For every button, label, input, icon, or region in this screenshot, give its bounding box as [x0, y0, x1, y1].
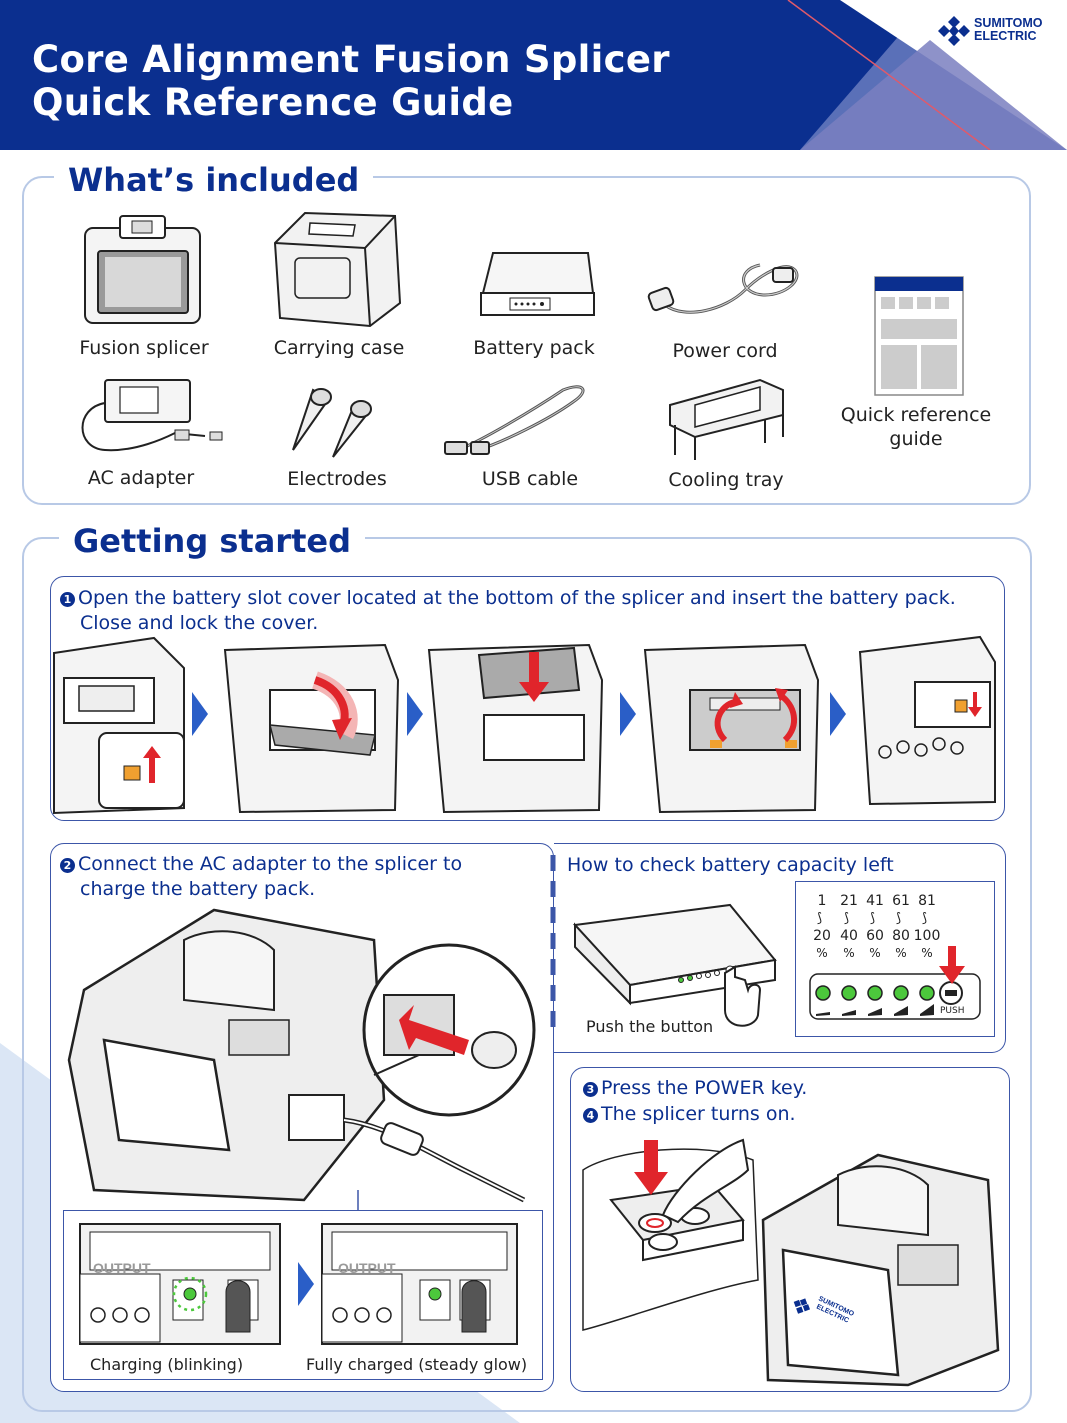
- capacity-range-to: 20: [813, 928, 831, 944]
- step4-number: 4: [583, 1108, 598, 1123]
- sumitomo-logo: SUMITOMO ELECTRIC: [938, 14, 1058, 50]
- step3-text-content: Press the POWER key.: [601, 1077, 808, 1099]
- battery-cover-close-illustration: [643, 643, 820, 814]
- capacity-range-separator: ⟆: [844, 911, 850, 926]
- battery-check-title: How to check battery capacity left: [567, 854, 894, 876]
- step2-number: 2: [60, 858, 75, 873]
- capacity-range-to: 100: [913, 928, 941, 944]
- fully-charged-illustration: [321, 1223, 518, 1345]
- charging-blinking-illustration: [79, 1223, 281, 1345]
- capacity-range-to: 80: [892, 928, 910, 944]
- step3-number: 3: [583, 1082, 598, 1097]
- step2-text-line1: Connect the AC adapter to the splicer to: [78, 853, 463, 875]
- step1-arrow-3: [620, 692, 636, 736]
- step1-arrow-2: [407, 692, 423, 736]
- ac-adapter-icon: [81, 379, 223, 452]
- item-label-quick-reference-guide: Quick reference guide: [840, 404, 992, 450]
- push-label: PUSH: [940, 1006, 965, 1016]
- header-decoration: [787, 0, 1067, 150]
- step1-arrow-4: [830, 692, 846, 736]
- item-label-fusion-splicer: Fusion splicer: [79, 337, 209, 359]
- push-button-caption: Push the button: [586, 1017, 714, 1036]
- step1-text-line2: Close and lock the cover.: [80, 612, 319, 634]
- getting-started-title: Getting started: [59, 521, 365, 561]
- electrodes-icon: [292, 388, 372, 458]
- step4-text-content: The splicer turns on.: [601, 1103, 796, 1125]
- item-label-cooling-tray: Cooling tray: [668, 469, 784, 491]
- capacity-range-unit: %: [921, 946, 933, 960]
- output-label-charged: OUTPUT: [338, 1260, 396, 1276]
- capacity-led: [815, 985, 831, 1001]
- battery-cover-unlock-illustration: [53, 636, 185, 815]
- capacity-range-to: 60: [866, 928, 884, 944]
- capacity-range-from: 61: [892, 893, 910, 909]
- item-label-electrodes: Electrodes: [287, 468, 387, 490]
- power-key-press-illustration: [582, 1138, 759, 1331]
- item-label-power-cord: Power cord: [672, 340, 778, 362]
- capacity-range-from: 81: [918, 893, 936, 909]
- item-label-carrying-case: Carrying case: [273, 337, 405, 359]
- item-label-ac-adapter: AC adapter: [87, 467, 195, 489]
- whats-included-title: What’s included: [54, 160, 374, 200]
- usb-cable-icon: [444, 385, 585, 455]
- capacity-led: [919, 985, 935, 1001]
- splicer-charging-illustration: [67, 908, 536, 1203]
- inset-connector-line: [357, 1190, 359, 1210]
- carrying-case-icon: [273, 211, 402, 328]
- logo-text-line1: SUMITOMO: [974, 16, 1043, 30]
- fusion-splicer-icon: [84, 215, 201, 324]
- capacity-led: [841, 985, 857, 1001]
- capacity-range-separator: ⟆: [896, 911, 902, 926]
- battery-push-illustration: [572, 903, 777, 1027]
- capacity-range-separator: ⟆: [817, 911, 823, 926]
- capacity-range-from: 21: [840, 893, 858, 909]
- step1-arrow-1: [192, 692, 208, 736]
- step2-text-line2: charge the battery pack.: [80, 878, 316, 900]
- cooling-tray-icon: [669, 378, 784, 460]
- title-line-2: Quick Reference Guide: [32, 81, 514, 124]
- power-cord-icon: [647, 263, 799, 314]
- capacity-led: [867, 985, 883, 1001]
- capacity-range-unit: %: [843, 946, 855, 960]
- capacity-range-unit: %: [869, 946, 881, 960]
- capacity-led: [893, 985, 909, 1001]
- step2-status-arrow: [298, 1262, 314, 1306]
- capacity-range-separator: ⟆: [870, 911, 876, 926]
- title-line-1: Core Alignment Fusion Splicer: [32, 38, 670, 81]
- capacity-range-from: 1: [817, 893, 827, 909]
- battery-cover-open-illustration: [223, 643, 400, 814]
- step1-number: 1: [60, 592, 75, 607]
- splicer-powered-on-illustration: SUMITOMO ELECTRIC: [761, 1153, 1000, 1387]
- caption-fully-charged: Fully charged (steady glow): [306, 1355, 528, 1374]
- header-banner: Core Alignment Fusion Splicer Quick Refe…: [0, 0, 1067, 150]
- capacity-range-separator: ⟆: [922, 911, 928, 926]
- push-indicator-arrow-icon: [939, 946, 965, 984]
- page-title: Core Alignment Fusion Splicer Quick Refe…: [32, 38, 670, 124]
- logo-text: SUMITOMO ELECTRIC: [974, 17, 1043, 43]
- item-label-usb-cable: USB cable: [481, 468, 579, 490]
- output-label-charging: OUTPUT: [93, 1260, 151, 1276]
- getting-started-panel: [22, 537, 1032, 1412]
- step1-text-line1: Open the battery slot cover located at t…: [78, 587, 956, 609]
- quick-reference-guide-icon: [874, 276, 964, 396]
- item-label-battery-pack: Battery pack: [473, 337, 595, 359]
- battery-check-dashed-marker: [550, 855, 556, 1035]
- caption-charging: Charging (blinking): [90, 1355, 244, 1374]
- capacity-range-to: 40: [840, 928, 858, 944]
- battery-cover-locked-illustration: [858, 635, 996, 806]
- capacity-range-unit: %: [895, 946, 907, 960]
- battery-pack-icon: [480, 252, 595, 316]
- battery-insert-illustration: [427, 643, 604, 814]
- sumitomo-logo-icon: [938, 16, 970, 46]
- logo-text-line2: ELECTRIC: [974, 29, 1037, 43]
- capacity-range-unit: %: [816, 946, 828, 960]
- capacity-range-from: 41: [866, 893, 884, 909]
